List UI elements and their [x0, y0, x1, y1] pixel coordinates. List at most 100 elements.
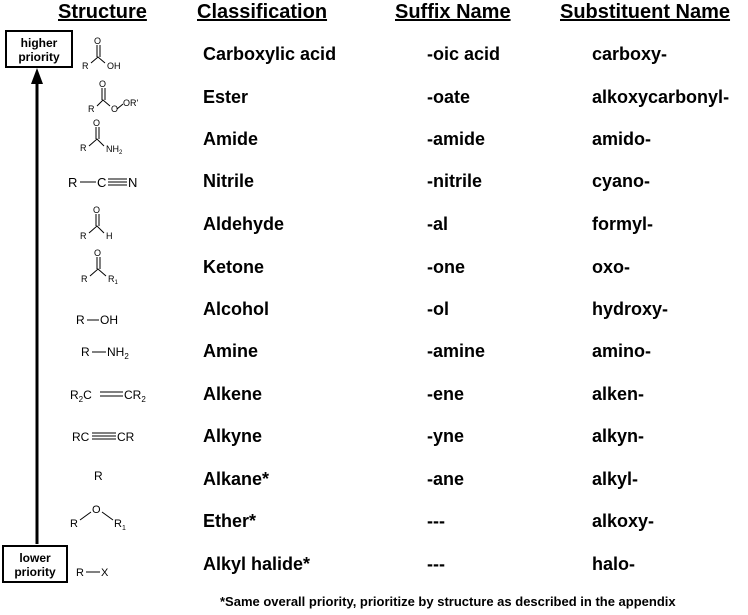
table-row: R O H Aldehyde -al formyl-: [0, 203, 748, 245]
classification-cell: Carboxylic acid: [203, 44, 337, 64]
substituent-cell: alkyn-: [592, 426, 645, 446]
svg-text:R: R: [82, 61, 89, 71]
svg-text:R1: R1: [114, 518, 126, 532]
table-row: R O R1 Ether* --- alkoxy-: [0, 500, 748, 542]
svg-text:OH: OH: [107, 61, 121, 71]
table-row: R X Alkyl halide* --- halo-: [0, 543, 748, 585]
suffix-cell: -amide: [427, 129, 486, 149]
svg-text:R: R: [94, 469, 103, 483]
suffix-cell: -yne: [427, 426, 465, 446]
suffix-cell: -nitrile: [427, 171, 483, 191]
svg-text:R1: R1: [108, 274, 119, 286]
substituent-cell: alkoxycarbonyl-: [592, 87, 730, 107]
classification-cell: Amide: [203, 129, 259, 149]
svg-text:O: O: [94, 248, 101, 258]
substituent-cell: amino-: [592, 341, 652, 361]
higher-priority-label: higher priority: [5, 30, 73, 68]
svg-text:R: R: [80, 231, 87, 241]
svg-text:O: O: [99, 79, 106, 89]
classification-cell: Ether*: [203, 511, 257, 531]
classification-cell: Nitrile: [203, 171, 255, 191]
substituent-cell: alkyl-: [592, 469, 639, 489]
svg-text:R: R: [81, 274, 88, 284]
svg-text:R2C: R2C: [70, 388, 92, 404]
alkane-structure: R: [60, 458, 170, 500]
substituent-cell: oxo-: [592, 257, 630, 277]
header-suffix-name: Suffix Name: [395, 1, 511, 23]
svg-text:R: R: [68, 175, 77, 190]
suffix-cell: -ane: [427, 469, 465, 489]
substituent-cell: cyano-: [592, 171, 651, 191]
priority-arrow: [31, 68, 43, 544]
classification-cell: Aldehyde: [203, 214, 285, 234]
classification-cell: Alkyl halide*: [203, 554, 311, 574]
suffix-cell: -oate: [427, 87, 471, 107]
table-row: R O NH2 Amide -amide amido-: [0, 118, 748, 160]
classification-cell: Alkene: [203, 384, 263, 404]
svg-text:CR2: CR2: [124, 388, 146, 404]
alcohol-structure: R OH: [60, 288, 170, 330]
svg-text:CR: CR: [117, 430, 135, 444]
table-row: R Alkane* -ane alkyl-: [0, 458, 748, 500]
svg-text:OH: OH: [100, 313, 118, 327]
substituent-cell: alken-: [592, 384, 645, 404]
ester-structure: R O O OR': [60, 76, 170, 118]
lower-priority-label: lower priority: [2, 545, 68, 583]
svg-text:N: N: [128, 175, 137, 190]
substituent-cell: formyl-: [592, 214, 654, 234]
svg-text:OR': OR': [123, 98, 139, 108]
svg-text:C: C: [97, 175, 106, 190]
svg-text:O: O: [93, 118, 100, 128]
amide-structure: R O NH2: [60, 118, 170, 160]
amine-structure: R NH2: [60, 330, 170, 372]
svg-text:O: O: [92, 504, 101, 516]
suffix-cell: ---: [427, 511, 445, 531]
header-structure: Structure: [58, 1, 147, 23]
table-row: RC CR Alkyne -yne alkyn-: [0, 415, 748, 457]
alkene-structure: R2C CR2: [60, 373, 170, 415]
svg-text:R: R: [81, 345, 90, 359]
classification-cell: Alkyne: [203, 426, 263, 446]
svg-text:RC: RC: [72, 430, 90, 444]
suffix-cell: -one: [427, 257, 465, 277]
table-row: R2C CR2 Alkene -ene alken-: [0, 373, 748, 415]
suffix-cell: -al: [427, 214, 449, 234]
svg-text:R: R: [88, 104, 95, 114]
svg-text:R: R: [70, 518, 78, 530]
suffix-cell: ---: [427, 554, 445, 574]
substituent-cell: amido-: [592, 129, 652, 149]
substituent-cell: carboxy-: [592, 44, 668, 64]
suffix-cell: -ene: [427, 384, 465, 404]
svg-text:NH2: NH2: [106, 144, 123, 156]
table-row: R NH2 Amine -amine amino-: [0, 330, 748, 372]
svg-text:H: H: [106, 231, 113, 241]
alkyl-halide-structure: R X: [60, 543, 170, 585]
classification-cell: Ketone: [203, 257, 265, 277]
svg-text:R: R: [76, 313, 85, 327]
classification-cell: Alkane*: [203, 469, 270, 489]
substituent-cell: hydroxy-: [592, 299, 669, 319]
table-row: R O R1 Ketone -one oxo-: [0, 246, 748, 288]
table-row: R OH Alcohol -ol hydroxy-: [0, 288, 748, 330]
ketone-structure: R O R1: [60, 246, 170, 288]
footnote: *Same overall priority, prioritize by st…: [220, 594, 676, 609]
header-substituent-name: Substituent Name: [560, 1, 731, 23]
classification-cell: Amine: [203, 341, 259, 361]
classification-cell: Alcohol: [203, 299, 269, 319]
suffix-cell: -amine: [427, 341, 486, 361]
ether-structure: R O R1: [60, 500, 170, 542]
carboxylic-acid-structure: R O OH: [60, 33, 170, 75]
nitrile-structure: R C N: [60, 160, 170, 202]
classification-cell: Ester: [203, 87, 249, 107]
svg-text:R: R: [80, 143, 87, 153]
suffix-cell: -oic acid: [427, 44, 501, 64]
suffix-cell: -ol: [427, 299, 449, 319]
table-row: R O O OR' Ester -oate alkoxycarbonyl-: [0, 76, 748, 118]
header-classification: Classification: [197, 1, 328, 23]
svg-text:R: R: [76, 567, 84, 579]
substituent-cell: alkoxy-: [592, 511, 655, 531]
alkyne-structure: RC CR: [60, 415, 170, 457]
svg-text:O: O: [93, 205, 100, 215]
svg-text:X: X: [101, 567, 109, 579]
svg-text:O: O: [94, 36, 101, 46]
